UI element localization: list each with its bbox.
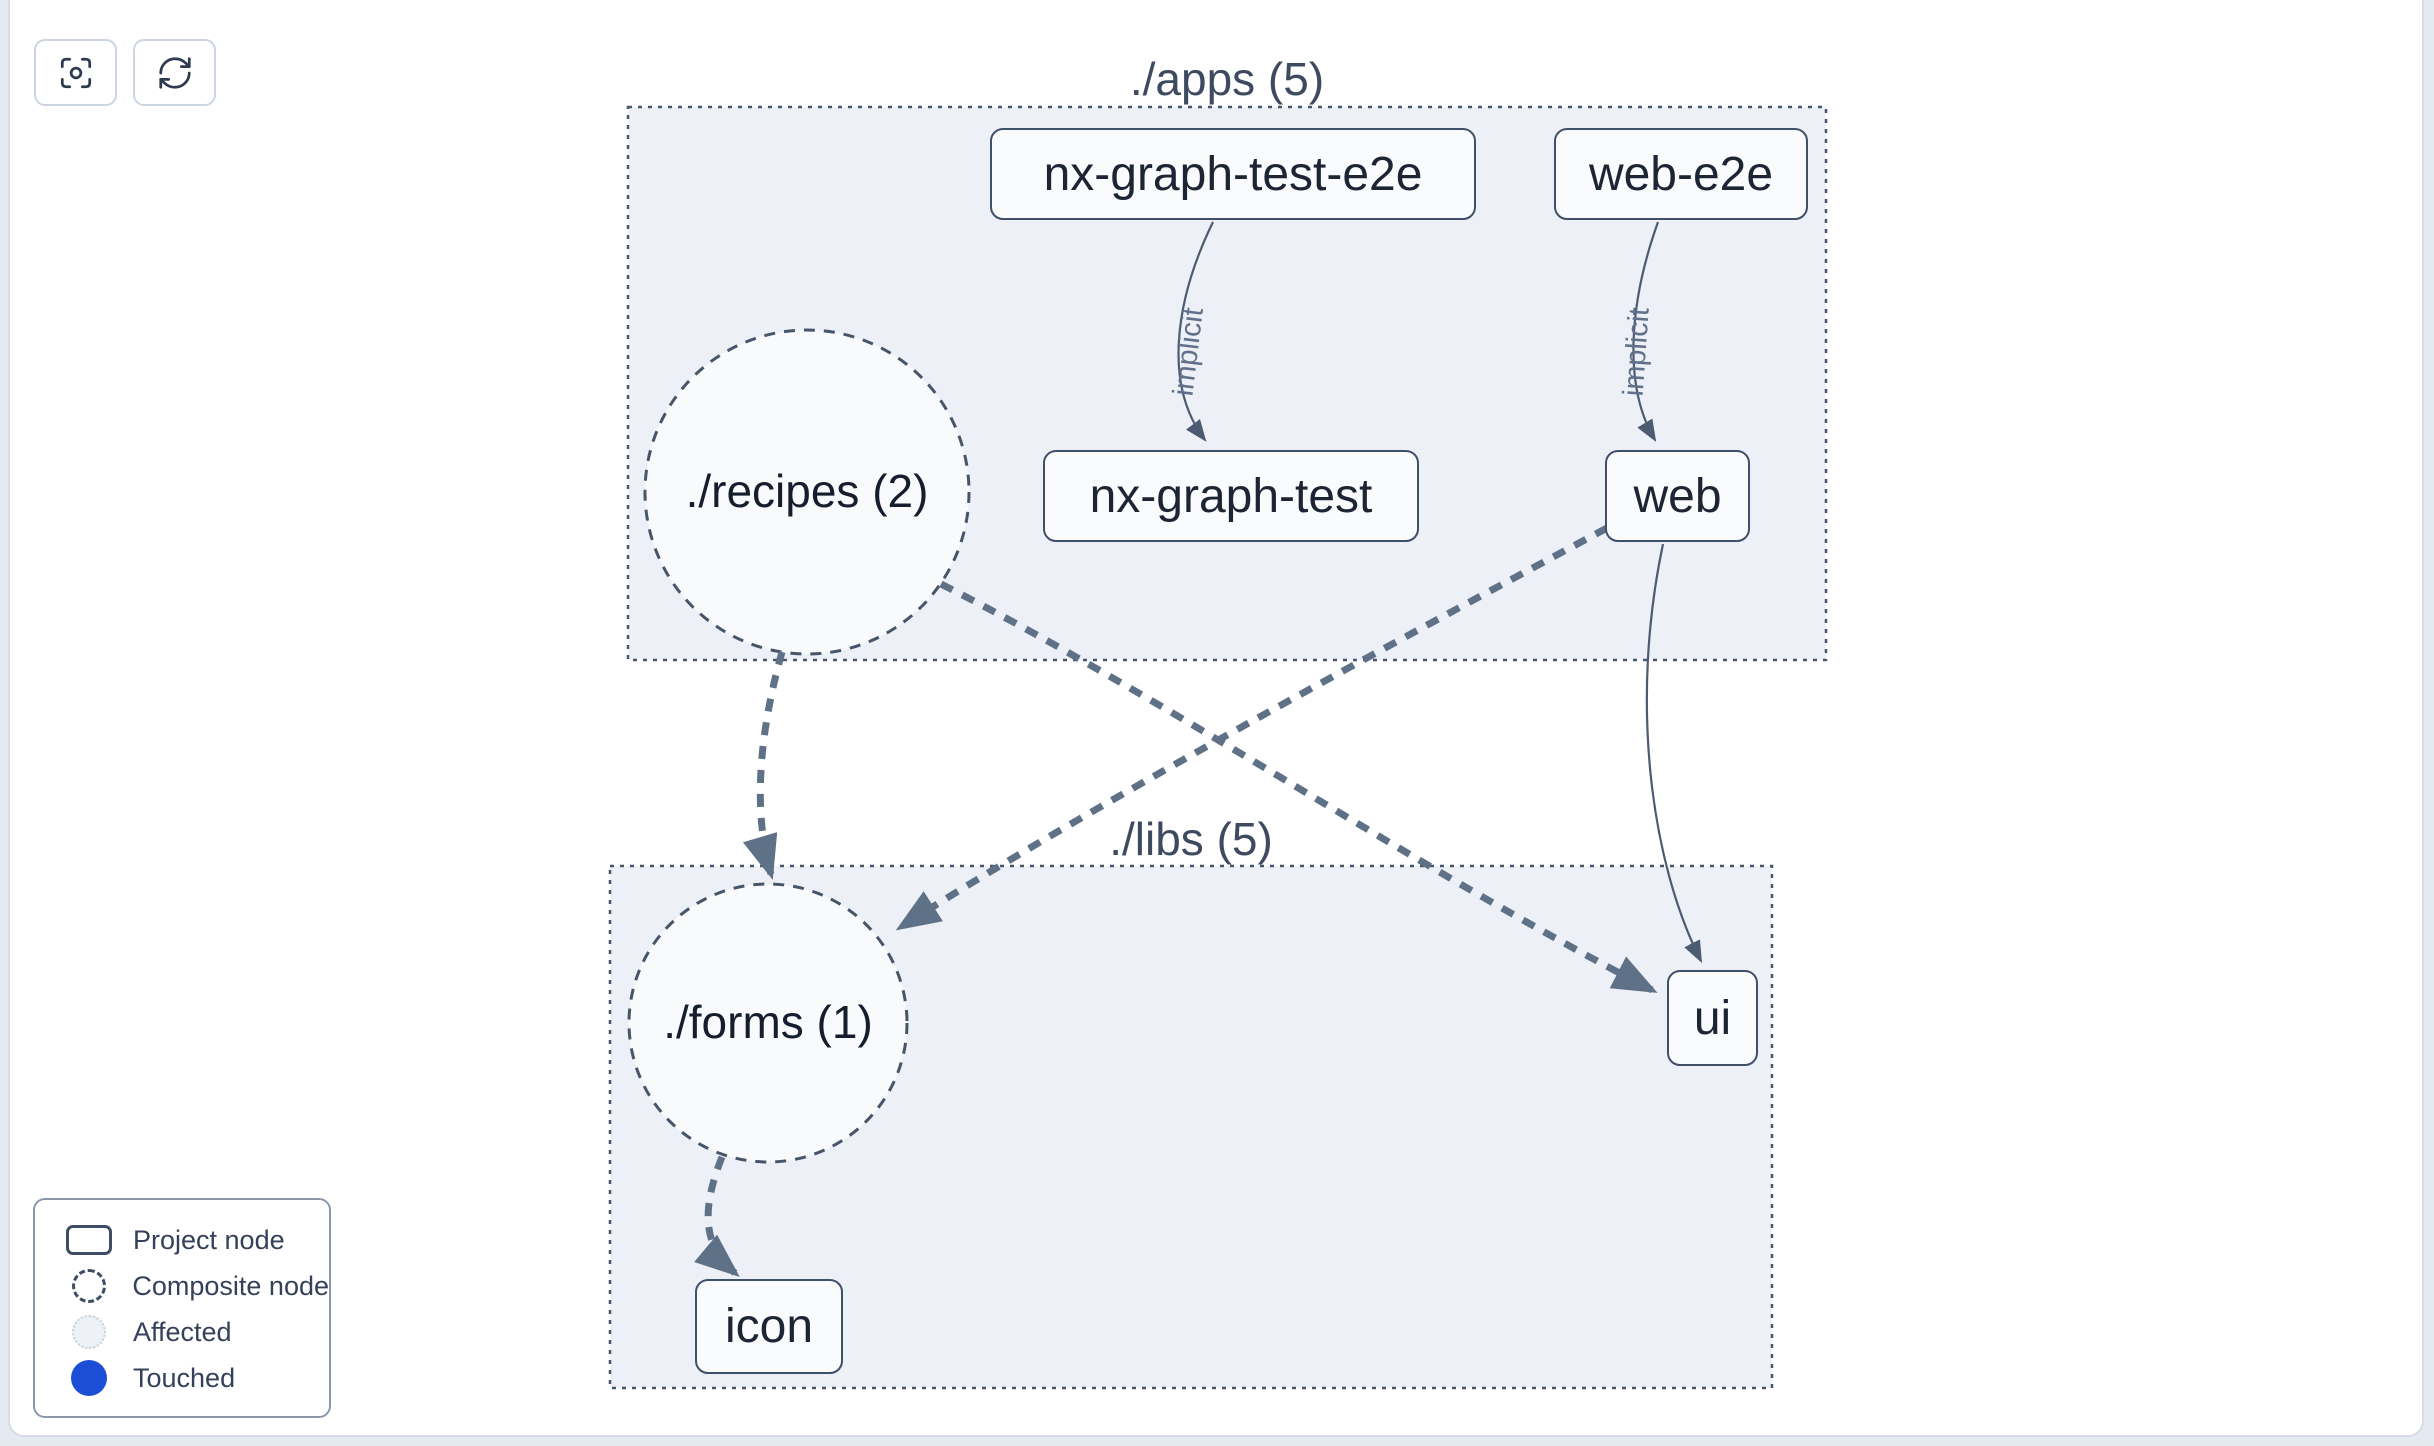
- edge-recipes-to-forms[interactable]: [742, 651, 786, 880]
- legend-row-touched: Touched: [35, 1355, 329, 1401]
- edge-recipes-to-ui[interactable]: [939, 580, 1658, 994]
- legend-label: Project node: [133, 1224, 285, 1255]
- composite-node-icon: [71, 1269, 106, 1303]
- touched-icon: [71, 1360, 107, 1396]
- project-node-nx-graph-test[interactable]: nx-graph-test: [1043, 450, 1419, 542]
- project-node-label: web: [1633, 469, 1722, 523]
- legend-label: Composite node: [132, 1270, 329, 1301]
- focus-center-button[interactable]: [34, 39, 117, 106]
- legend: Project node Composite node Affected Tou…: [33, 1198, 331, 1418]
- project-node-nx-graph-test-e2e[interactable]: nx-graph-test-e2e: [990, 128, 1476, 220]
- legend-row-affected: Affected: [35, 1309, 329, 1355]
- legend-row-composite-node: Composite node: [35, 1263, 329, 1309]
- composite-node-recipes-label: ./recipes (2): [685, 465, 929, 517]
- project-node-label: web-e2e: [1588, 147, 1774, 201]
- project-node-icon[interactable]: icon: [695, 1279, 843, 1374]
- project-node-web[interactable]: web: [1605, 450, 1750, 542]
- project-node-web-e2e[interactable]: web-e2e: [1554, 128, 1808, 220]
- project-node-label: nx-graph-test: [1089, 469, 1373, 523]
- affected-icon: [72, 1315, 106, 1349]
- composite-node-forms-label: ./forms (1): [663, 996, 873, 1048]
- legend-label: Touched: [133, 1362, 236, 1393]
- refresh-icon: [158, 56, 191, 89]
- edge-web-to-ui[interactable]: [1645, 543, 1702, 963]
- legend-row-project-node: Project node: [35, 1217, 329, 1263]
- project-node-label: icon: [724, 1300, 814, 1353]
- focus-icon: [60, 57, 91, 88]
- composite-node-forms[interactable]: [627, 882, 909, 1164]
- project-node-label: ui: [1693, 991, 1732, 1045]
- cluster-apps-title: ./apps (5): [1129, 53, 1325, 105]
- edge-web-e2e-to-web[interactable]: [1632, 221, 1660, 442]
- toolbar: [34, 39, 216, 106]
- project-node-icon: [66, 1225, 112, 1255]
- cluster-libs-title: ./libs (5): [1109, 813, 1273, 865]
- project-node-ui[interactable]: ui: [1667, 970, 1758, 1066]
- project-node-label: nx-graph-test-e2e: [1043, 147, 1423, 201]
- composite-node-recipes[interactable]: [643, 328, 971, 656]
- refresh-button[interactable]: [133, 39, 216, 106]
- legend-label: Affected: [133, 1316, 232, 1347]
- edge-nx-graph-test-e2e-to-nx-graph-test[interactable]: [1177, 221, 1214, 442]
- edge-label-implicit: implicit: [1618, 307, 1656, 398]
